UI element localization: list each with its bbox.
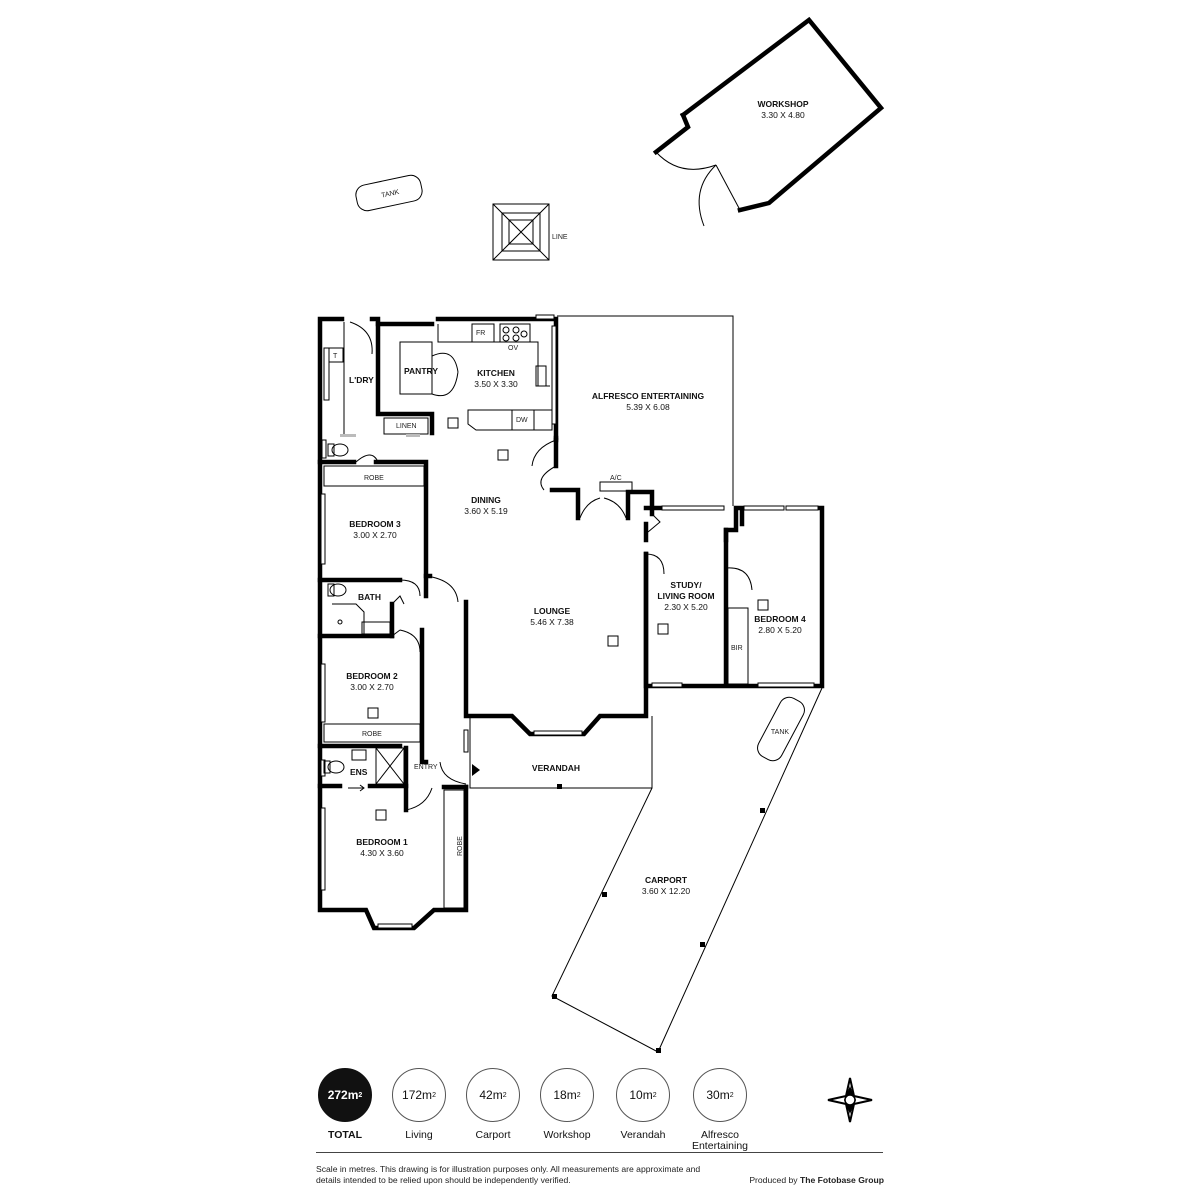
workshop: WORKSHOP 3.30 X 4.80	[652, 16, 885, 227]
workshop-stat-label: Workshop	[543, 1129, 591, 1141]
linen-label: LINEN	[396, 423, 417, 430]
compass-icon	[827, 1077, 873, 1123]
verandah-stat-label: Verandah	[620, 1129, 666, 1141]
alfresco-sup: 2	[729, 1091, 734, 1099]
dining-label: DINING	[471, 495, 501, 505]
alfresco-label: ALFRESCO ENTERTAINING	[592, 391, 705, 401]
bir-label: BIR	[731, 645, 743, 652]
carport-sup: 2	[502, 1091, 507, 1099]
robe2-label: ROBE	[362, 731, 382, 738]
total-label: TOTAL	[327, 1129, 363, 1141]
alfresco-area: ALFRESCO ENTERTAINING 5.39 X 6.08	[557, 315, 734, 506]
kitchen-dims: 3.50 X 3.30	[474, 379, 518, 389]
bedroom2-label: BEDROOM 2	[346, 671, 398, 681]
fixtures: T FR OV DW PANTRY KITCHEN 3.50 X 3.30 L'…	[323, 321, 806, 909]
total-sup: 2	[358, 1091, 363, 1099]
dishwasher-label: DW	[516, 417, 528, 424]
floor-plan: WORKSHOP 3.30 X 4.80 TANK LINE ALFRESCO …	[317, 16, 885, 1053]
total-value: 272m	[327, 1088, 359, 1102]
bedroom1-label: BEDROOM 1	[356, 837, 408, 847]
bedroom3-dims: 3.00 X 2.70	[353, 530, 397, 540]
lounge-dims: 5.46 X 7.38	[530, 617, 574, 627]
workshop-dims: 3.30 X 4.80	[761, 110, 805, 120]
ens-label: ENS	[350, 767, 368, 777]
workshop-value: 18m	[553, 1088, 577, 1102]
disclaimer-text: Scale in metres. This drawing is for ill…	[316, 1164, 701, 1185]
line-label: LINE	[552, 234, 568, 241]
laundry-toilet-label: T	[333, 353, 338, 360]
producer-name: The Fotobase Group	[799, 1175, 884, 1185]
bedroom4-label: BEDROOM 4	[754, 614, 806, 624]
ac-label: A/C	[610, 475, 622, 482]
producer-credit: Produced by The Fotobase Group	[700, 1175, 884, 1185]
lounge-label: LOUNGE	[534, 606, 571, 616]
kitchen-label: KITCHEN	[477, 368, 515, 378]
workshop-label: WORKSHOP	[758, 99, 809, 109]
carport-value: 42m	[479, 1088, 503, 1102]
oven-label: OV	[508, 345, 518, 352]
bedroom3-label: BEDROOM 3	[349, 519, 401, 529]
pantry-label: PANTRY	[404, 366, 438, 376]
footer-divider	[316, 1152, 883, 1153]
clothes-line: LINE	[492, 203, 568, 261]
bedroom1-dims: 4.30 X 3.60	[360, 848, 404, 858]
windows	[320, 314, 819, 929]
robe1-label: ROBE	[457, 836, 464, 856]
entry-label: ENTRY	[414, 764, 438, 771]
tank-label: TANK	[381, 189, 401, 200]
study-dims: 2.30 X 5.20	[664, 602, 708, 612]
fridge-label: FR	[476, 330, 485, 337]
laundry-label: L'DRY	[349, 375, 374, 385]
alfresco-value: 30m	[706, 1088, 730, 1102]
carport: CARPORT 3.60 X 12.20	[551, 687, 823, 1053]
living-value: 172m	[402, 1088, 433, 1102]
bedroom2-dims: 3.00 X 2.70	[350, 682, 394, 692]
verandah-value: 10m	[629, 1088, 653, 1102]
carport-dims: 3.60 X 12.20	[642, 886, 690, 896]
carport-stat-label: Carport	[475, 1129, 511, 1141]
bedroom4-dims: 2.80 X 5.20	[758, 625, 802, 635]
tank-top: TANK	[355, 174, 423, 212]
living-label: Living	[405, 1129, 433, 1141]
verandah-sup: 2	[652, 1091, 657, 1099]
robe3-label: ROBE	[364, 475, 384, 482]
tank-side-label: TANK	[771, 729, 789, 736]
alfresco-stat-line2: Entertaining	[691, 1140, 749, 1152]
study-label-2: LIVING ROOM	[657, 591, 714, 601]
living-sup: 2	[432, 1091, 436, 1099]
workshop-sup: 2	[576, 1091, 581, 1099]
dining-dims: 3.60 X 5.19	[464, 506, 508, 516]
verandah-label: VERANDAH	[532, 763, 580, 773]
alfresco-dims: 5.39 X 6.08	[626, 402, 670, 412]
tank-side: TANK	[757, 696, 805, 762]
study-label-1: STUDY/	[670, 580, 702, 590]
carport-label: CARPORT	[645, 875, 688, 885]
alfresco-stat-line1: Alfresco	[701, 1129, 739, 1141]
bath-label: BATH	[358, 592, 381, 602]
verandah: VERANDAH	[469, 716, 653, 789]
produced-by-text: Produced by	[749, 1175, 798, 1185]
